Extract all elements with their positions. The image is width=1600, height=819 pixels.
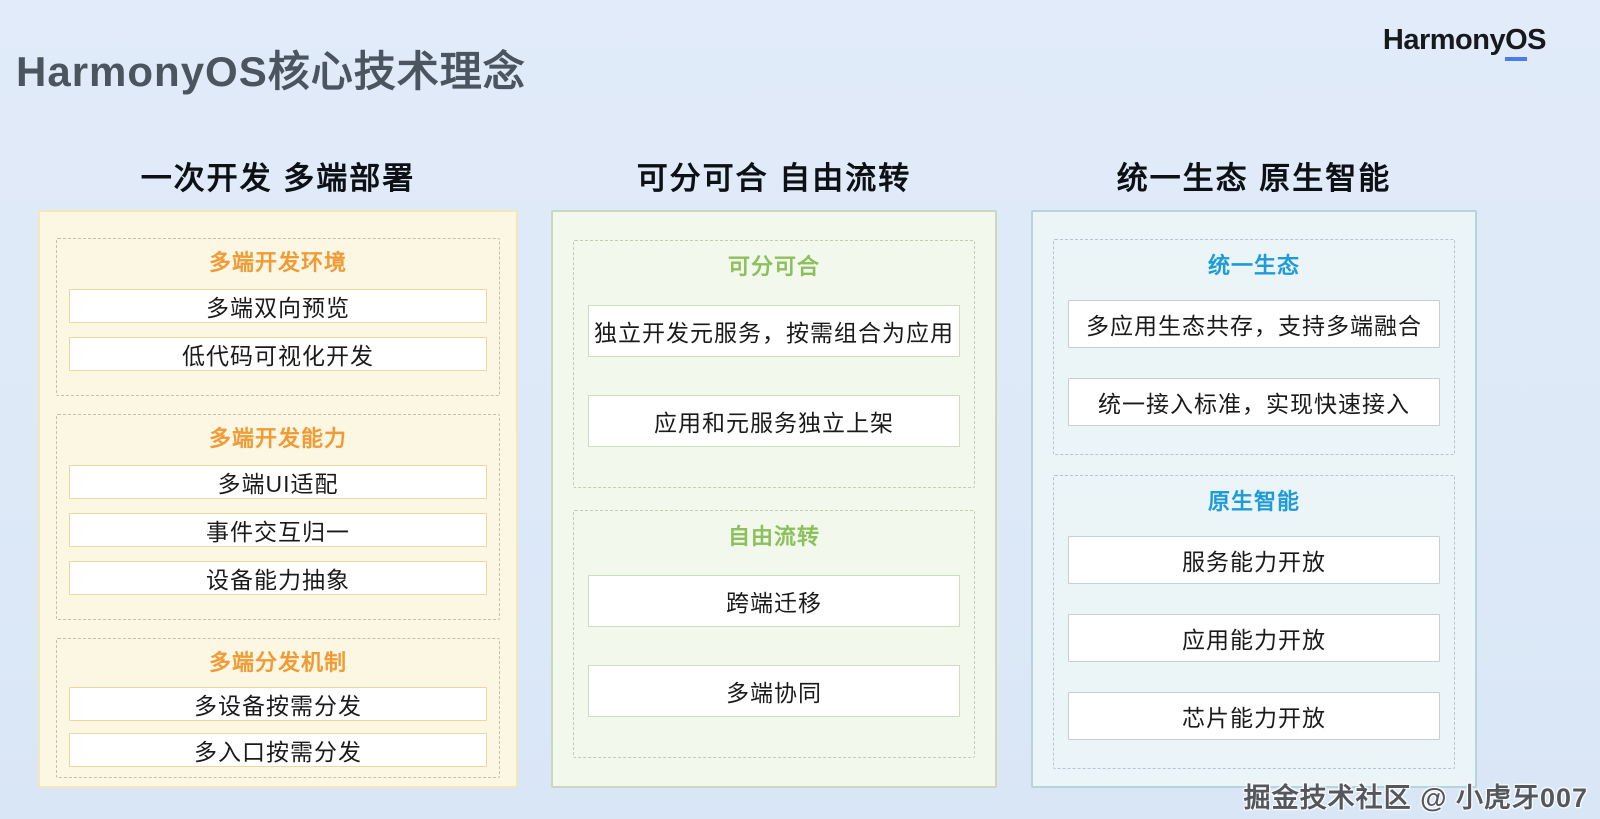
section-title: 自由流转 (727, 524, 820, 549)
item-box: 多端协同 (588, 665, 960, 717)
page-title: HarmonyOS核心技术理念 (16, 48, 526, 95)
item-box: 低代码可视化开发 (69, 337, 487, 371)
section: 多端分发机制多设备按需分发多入口按需分发 (56, 638, 500, 778)
harmonyos-logo: HarmonyOS (1382, 24, 1546, 61)
column-2: 可分可合 自由流转可分可合独立开发元服务，按需组合为应用应用和元服务独立上架自由… (551, 140, 997, 788)
item-box: 应用和元服务独立上架 (588, 395, 960, 447)
item-box: 统一接入标准，实现快速接入 (1068, 378, 1440, 426)
section-title: 多端分发机制 (208, 650, 347, 675)
section: 统一生态多应用生态共存，支持多端融合统一接入标准，实现快速接入 (1053, 239, 1455, 455)
item-box: 独立开发元服务，按需组合为应用 (588, 305, 960, 357)
section-title: 多端开发能力 (208, 426, 347, 451)
item-box: 多应用生态共存，支持多端融合 (1068, 300, 1440, 348)
section-title: 多端开发环境 (208, 250, 347, 275)
section-title: 可分可合 (727, 254, 820, 279)
item-box: 多入口按需分发 (69, 733, 487, 767)
logo-underlined-o: O (1505, 24, 1528, 61)
item-box: 设备能力抽象 (69, 561, 487, 595)
column-3: 统一生态 原生智能统一生态多应用生态共存，支持多端融合统一接入标准，实现快速接入… (1031, 140, 1477, 788)
item-box: 跨端迁移 (588, 575, 960, 627)
section-title: 原生智能 (1207, 489, 1300, 514)
item-box: 服务能力开放 (1068, 536, 1440, 584)
section: 可分可合独立开发元服务，按需组合为应用应用和元服务独立上架 (573, 240, 975, 488)
section: 自由流转跨端迁移多端协同 (573, 510, 975, 758)
item-box: 芯片能力开放 (1068, 692, 1440, 740)
item-box: 事件交互归一 (69, 513, 487, 547)
section-title: 统一生态 (1207, 253, 1300, 278)
section: 原生智能服务能力开放应用能力开放芯片能力开放 (1053, 475, 1455, 769)
column-header: 统一生态 原生智能 (1116, 160, 1392, 196)
item-box: 多端双向预览 (69, 289, 487, 323)
section: 多端开发环境多端双向预览低代码可视化开发 (56, 238, 500, 396)
logo-text-suffix: S (1527, 24, 1546, 56)
panel: 多端开发环境多端双向预览低代码可视化开发多端开发能力多端UI适配事件交互归一设备… (38, 210, 518, 788)
watermark: 掘金技术社区 @ 小虎牙007 (1243, 783, 1588, 813)
panel: 可分可合独立开发元服务，按需组合为应用应用和元服务独立上架自由流转跨端迁移多端协… (551, 210, 997, 788)
column-header: 一次开发 多端部署 (140, 160, 416, 196)
column-1: 一次开发 多端部署多端开发环境多端双向预览低代码可视化开发多端开发能力多端UI适… (38, 140, 518, 788)
item-box: 多端UI适配 (69, 465, 487, 499)
item-box: 应用能力开放 (1068, 614, 1440, 662)
item-box: 多设备按需分发 (69, 687, 487, 721)
logo-text-prefix: Harmony (1382, 24, 1506, 56)
column-header: 可分可合 自由流转 (636, 160, 912, 196)
section: 多端开发能力多端UI适配事件交互归一设备能力抽象 (56, 414, 500, 620)
panel: 统一生态多应用生态共存，支持多端融合统一接入标准，实现快速接入原生智能服务能力开… (1031, 210, 1477, 788)
